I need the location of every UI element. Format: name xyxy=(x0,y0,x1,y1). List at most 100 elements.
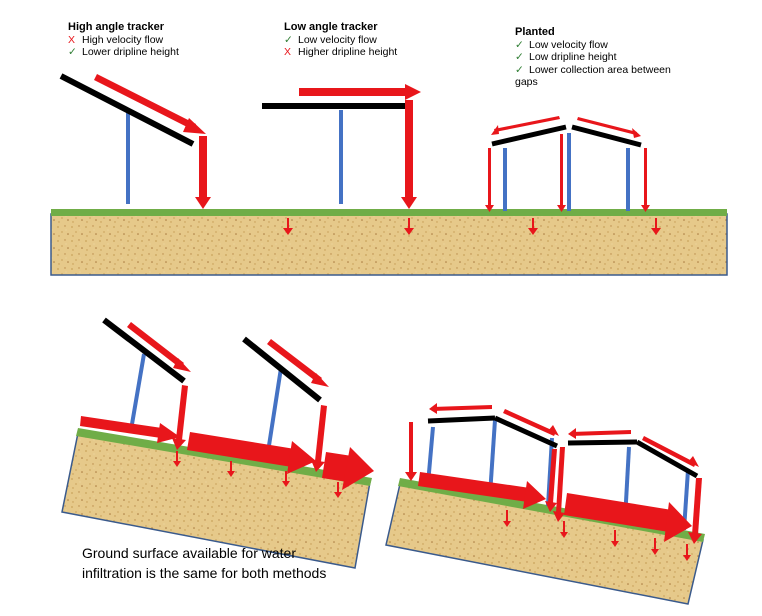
high-angle-tracker xyxy=(59,73,195,204)
caption-line: Ground surface available for water xyxy=(82,545,296,561)
water-flow-arrow xyxy=(429,403,437,414)
water-flow-arrow xyxy=(282,481,290,487)
water-flow-arrow xyxy=(642,436,696,467)
water-flow-arrow xyxy=(409,422,413,474)
legend-item: ✓Lower collection area between xyxy=(515,64,671,77)
solar-panel xyxy=(493,415,559,449)
legend-item: ✓ Low velocity flow xyxy=(284,34,397,47)
legend-item-continuation: gaps xyxy=(515,76,538,88)
legend-item-label: Low velocity flow xyxy=(298,33,377,46)
dripline-arrow-head xyxy=(485,205,494,212)
water-flow-arrow xyxy=(683,555,691,561)
legend-item: ✓ Low dripline height xyxy=(515,51,671,64)
flow-arrow xyxy=(494,116,560,132)
cross-mark: X xyxy=(68,33,76,46)
water-flow-arrow xyxy=(176,451,178,462)
water-flow-arrow xyxy=(545,501,557,512)
dripline-arrow xyxy=(560,134,563,206)
water-flow-arrow xyxy=(334,492,342,498)
solar-panel xyxy=(567,439,638,446)
water-flow-arrow xyxy=(404,228,414,235)
planted-array xyxy=(491,124,642,211)
water-flow-arrow xyxy=(432,405,492,411)
dripline-arrow-head xyxy=(401,197,417,209)
legend-item-label: High velocity flow xyxy=(82,33,164,46)
water-flow-arrow xyxy=(187,432,295,467)
water-flow-arrow xyxy=(686,544,688,556)
water-flow-arrow xyxy=(688,456,699,467)
water-flow-arrow xyxy=(654,538,656,550)
flow-arrow xyxy=(183,118,206,134)
dripline-arrow xyxy=(199,136,207,198)
water-flow-arrow xyxy=(611,541,619,547)
water-flow-arrow xyxy=(408,218,410,229)
dripline-arrow-head xyxy=(557,205,566,212)
flow-arrow-head xyxy=(632,128,641,138)
top-flow-arrows xyxy=(94,74,661,235)
bottom-right-scene xyxy=(385,403,705,605)
water-flow-arrow xyxy=(315,405,327,462)
water-flow-arrow xyxy=(564,493,672,532)
water-flow-arrow xyxy=(157,423,180,443)
water-flow-arrow xyxy=(523,481,546,509)
flow-arrow xyxy=(577,117,637,135)
solar-panel xyxy=(427,415,496,424)
caption: Ground surface available for water infil… xyxy=(82,543,382,583)
caption-line: infiltration is the same for both method… xyxy=(82,565,327,581)
soil-block-top xyxy=(50,213,728,276)
water-flow-arrow xyxy=(311,373,329,387)
solar-panel xyxy=(242,336,322,403)
flow-arrow-head xyxy=(405,84,421,100)
water-flow-arrow xyxy=(503,409,556,436)
water-flow-arrow xyxy=(311,460,325,472)
legend-title: Planted xyxy=(515,26,555,38)
water-flow-arrow xyxy=(560,532,568,538)
water-flow-arrow xyxy=(655,218,657,229)
legend-planted: Planted ✓ Low velocity flow ✓ Low dripline… xyxy=(515,26,671,89)
water-flow-arrow xyxy=(571,430,631,436)
bottom-right-flow-arrows xyxy=(405,403,702,561)
water-flow-arrow xyxy=(506,510,508,522)
dripline-arrow xyxy=(644,148,647,206)
legend-item-label: Higher dripline height xyxy=(298,46,398,58)
water-flow-arrow xyxy=(267,339,322,383)
check-mark: ✓ xyxy=(284,33,293,46)
water-flow-arrow xyxy=(322,452,352,482)
water-flow-arrow xyxy=(418,472,530,502)
water-flow-arrow xyxy=(664,502,692,542)
water-flow-arrow xyxy=(563,521,565,533)
water-flow-arrow xyxy=(337,482,339,493)
water-flow-arrow xyxy=(287,218,289,229)
check-mark: ✓ xyxy=(515,38,524,51)
water-flow-arrow xyxy=(528,228,538,235)
solar-panel xyxy=(102,317,186,384)
water-flow-arrow xyxy=(568,428,576,439)
flow-arrow-head xyxy=(491,125,499,135)
water-flow-arrow xyxy=(553,511,565,522)
top-scene xyxy=(50,73,728,276)
water-flow-arrow xyxy=(227,471,235,477)
legend-item: X High velocity flow xyxy=(68,34,179,47)
water-flow-arrow xyxy=(173,461,181,467)
bottom-left-flow-arrows xyxy=(80,322,374,498)
water-flow-arrow xyxy=(176,385,188,440)
solar-panel xyxy=(491,124,567,147)
check-mark: ✓ xyxy=(515,51,524,63)
solar-panel xyxy=(59,73,195,147)
support-post xyxy=(266,367,283,453)
water-flow-arrow xyxy=(405,472,417,481)
legend-item-label: Low velocity flow xyxy=(529,38,608,51)
legend-item-label: Low dripline height xyxy=(529,51,617,63)
solar-panel xyxy=(635,439,699,479)
legend-item-label: Lower dripline height xyxy=(82,46,179,58)
water-flow-arrow xyxy=(692,478,702,535)
legend-item: ✓ Low velocity flow xyxy=(515,39,671,52)
water-flow-arrow xyxy=(614,530,616,542)
water-flow-arrow xyxy=(548,425,559,436)
water-flow-arrow xyxy=(688,532,702,544)
water-flow-arrow xyxy=(532,218,534,229)
water-flow-arrow xyxy=(287,441,316,474)
